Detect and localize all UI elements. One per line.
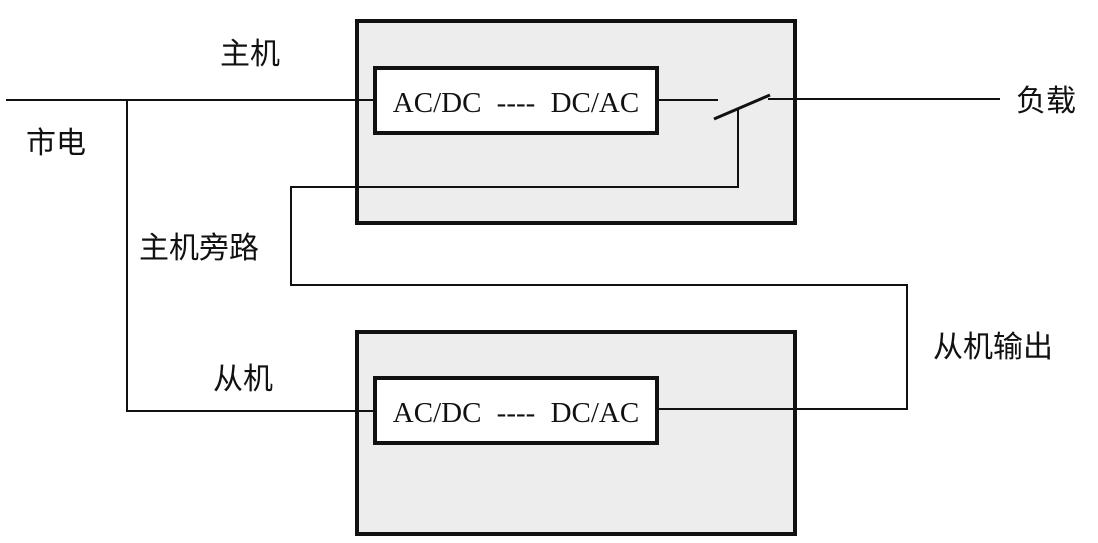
transfer-switch [713,93,771,121]
host-converter-box [373,66,659,135]
mains-label: 市电 [26,126,86,161]
slave-converter-box [373,376,659,445]
host-converter-label: AC/DC ---- DC/AC [393,87,639,119]
mains-to-slave-wire [126,100,375,412]
load-label: 负载 [1016,84,1076,119]
slave-link: ---- [497,397,536,429]
bypass-wire [290,109,908,410]
host-label: 主机 [220,37,280,72]
host-bypass-label: 主机旁路 [139,231,259,266]
slave-input-stage: AC/DC [393,397,482,429]
host-link: ---- [497,87,536,119]
slave-label: 从机 [213,362,273,397]
slave-converter-label: AC/DC ---- DC/AC [393,397,639,429]
slave-output-label: 从机输出 [933,330,1053,365]
slave-output-stage: DC/AC [551,397,640,429]
host-output-stage: DC/AC [551,87,640,119]
host-input-stage: AC/DC [393,87,482,119]
